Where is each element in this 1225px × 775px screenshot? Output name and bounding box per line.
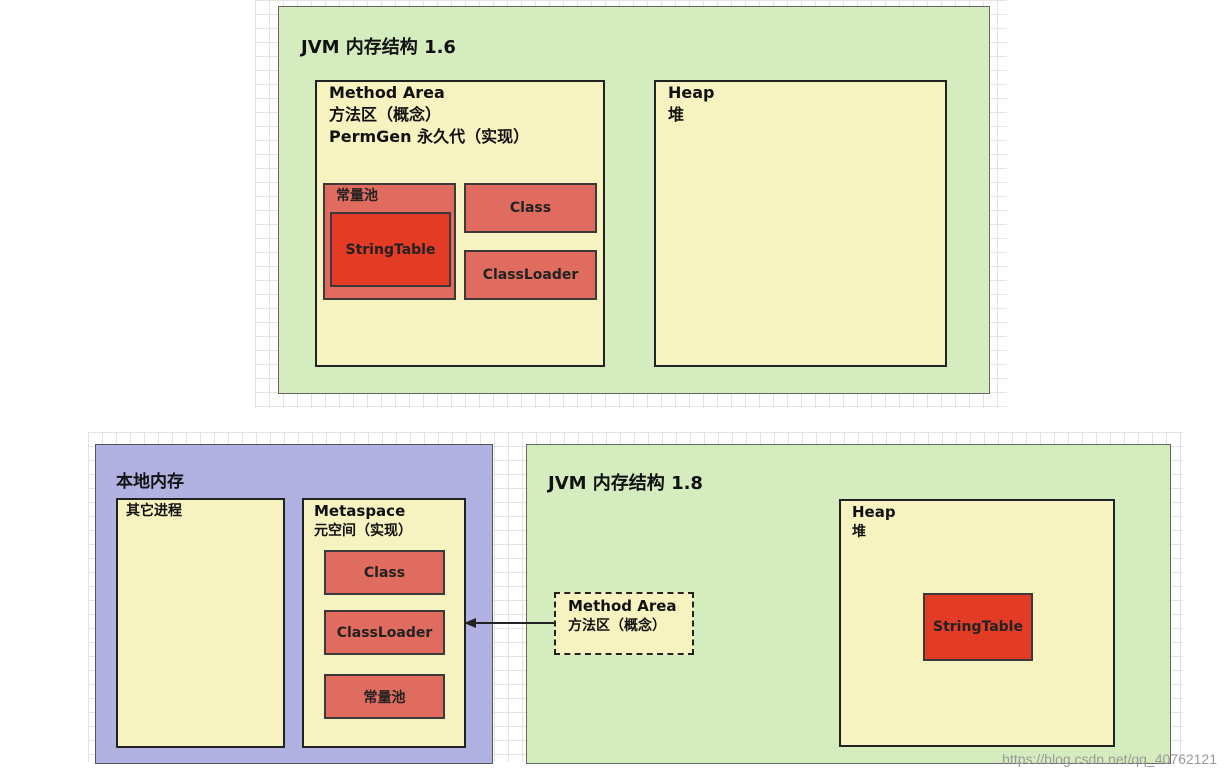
metaspace-constant-pool-box: 常量池	[324, 674, 445, 719]
heap-title: Heap	[668, 83, 715, 102]
native-memory-title: 本地内存	[116, 472, 184, 492]
jvm18-heap-title: Heap	[852, 503, 896, 521]
class-box: Class	[464, 183, 597, 233]
jvm18-string-table-box: StringTable	[923, 593, 1033, 661]
other-process-label: 其它进程	[126, 503, 182, 519]
metaspace-classloader-box: ClassLoader	[324, 610, 445, 655]
jvm18-heap-subtitle: 堆	[852, 524, 866, 540]
jvm16-title: JVM 内存结构 1.6	[301, 37, 456, 58]
classloader-box: ClassLoader	[464, 250, 597, 300]
native-memory-container: 本地内存 其它进程 Metaspace 元空间（实现） Class ClassL…	[95, 444, 493, 764]
jvm18-string-table-label: StringTable	[933, 619, 1023, 635]
jvm18-method-area: Method Area 方法区（概念）	[554, 592, 694, 655]
metaspace-class-label: Class	[363, 564, 406, 581]
constant-pool-box: 常量池 StringTable	[323, 183, 456, 300]
metaspace-class-box: Class	[324, 550, 445, 595]
jvm16-container: JVM 内存结构 1.6 Method Area 方法区（概念） PermGen…	[278, 6, 990, 394]
method-area-to-metaspace-arrow	[464, 618, 554, 628]
jvm18-method-area-title: Method Area	[568, 597, 677, 615]
string-table-box: StringTable	[330, 212, 451, 287]
jvm16-heap: Heap 堆	[654, 80, 947, 367]
jvm18-heap: Heap 堆 StringTable	[839, 499, 1115, 747]
metaspace-subtitle: 元空间（实现）	[314, 523, 412, 539]
string-table-label: StringTable	[345, 241, 436, 258]
jvm18-method-area-subtitle: 方法区（概念）	[568, 618, 666, 634]
method-area-title: Method Area	[329, 83, 445, 102]
classloader-label: ClassLoader	[482, 267, 579, 283]
metaspace-title: Metaspace	[314, 502, 406, 520]
metaspace-classloader-label: ClassLoader	[336, 624, 433, 641]
other-process-box: 其它进程	[116, 498, 285, 748]
heap-subtitle: 堆	[668, 105, 685, 124]
permgen-label: PermGen 永久代（实现）	[329, 127, 530, 146]
method-area-concept: 方法区（概念）	[329, 105, 442, 124]
constant-pool-label: 常量池	[336, 188, 378, 204]
jvm18-container: JVM 内存结构 1.8 Method Area 方法区（概念） Heap 堆 …	[526, 444, 1171, 764]
jvm18-title: JVM 内存结构 1.8	[548, 473, 703, 494]
class-label: Class	[509, 200, 552, 216]
jvm16-method-area: Method Area 方法区（概念） PermGen 永久代（实现） 常量池 …	[315, 80, 605, 367]
metaspace-constant-pool-label: 常量池	[363, 689, 406, 706]
metaspace-box: Metaspace 元空间（实现） Class ClassLoader 常量池	[302, 498, 466, 748]
watermark: https://blog.csdn.net/qq_40762121	[1002, 751, 1217, 767]
